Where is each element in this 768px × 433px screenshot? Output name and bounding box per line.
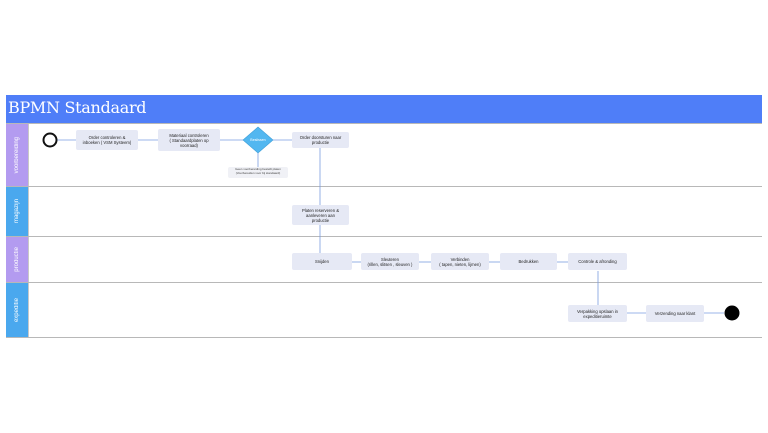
task-verpakking: Verpakking opslaan in expeditieruimte	[568, 305, 627, 322]
lane-label-expeditie: expeditie	[6, 283, 28, 337]
task-platen-reserveren: Platen reserveren & aanleveren aan produ…	[292, 205, 349, 225]
gateway-note: Geen voorbereiding bestellt platen (Voor…	[228, 167, 288, 178]
lane-label-productie: productie	[6, 237, 28, 282]
lane-body	[28, 283, 762, 337]
title-bar: BPMN Standaard	[6, 95, 762, 123]
lane-label-voorbereiding: voorbereiding	[6, 124, 28, 186]
lane-body	[28, 237, 762, 282]
lane-expeditie: expeditie	[6, 283, 762, 338]
task-verbinden: Verbinden ( tapen, nieten, lijmen)	[431, 253, 489, 270]
task-order-doorsturen: Order doorsturen naar productie	[292, 132, 349, 148]
task-controle: Controle & afronding	[568, 253, 627, 270]
task-sleuteren: Sleuteren (rillen, slitsen , sleuven )	[361, 253, 419, 270]
lane-body	[28, 124, 762, 186]
flow-connectors	[42, 126, 740, 321]
lane-voorbereiding: voorbereiding	[6, 123, 762, 187]
end-event	[724, 305, 740, 321]
lane-magazijn: magazijn	[6, 187, 762, 237]
task-bedrukken: Bedrukken	[500, 253, 557, 270]
task-verzending: Verzending naar klant	[646, 305, 704, 322]
start-event	[42, 132, 58, 148]
bpmn-diagram: BPMN Standaard voorbereiding magazijn pr…	[6, 95, 762, 338]
diagram-title: BPMN Standaard	[8, 98, 147, 117]
task-snijden: Snijden	[292, 253, 352, 270]
lane-label-magazijn: magazijn	[6, 187, 28, 236]
gateway-label: Beslissen	[250, 138, 266, 142]
lane-productie: productie	[6, 237, 762, 283]
lane-body	[28, 187, 762, 236]
task-materiaal-controleren: Materiaal controleren ( Standaardplaten …	[158, 129, 220, 151]
task-order-controleren: Order controleren & inboeken ( VSM Syste…	[76, 130, 138, 150]
gateway-diamond	[242, 126, 274, 154]
